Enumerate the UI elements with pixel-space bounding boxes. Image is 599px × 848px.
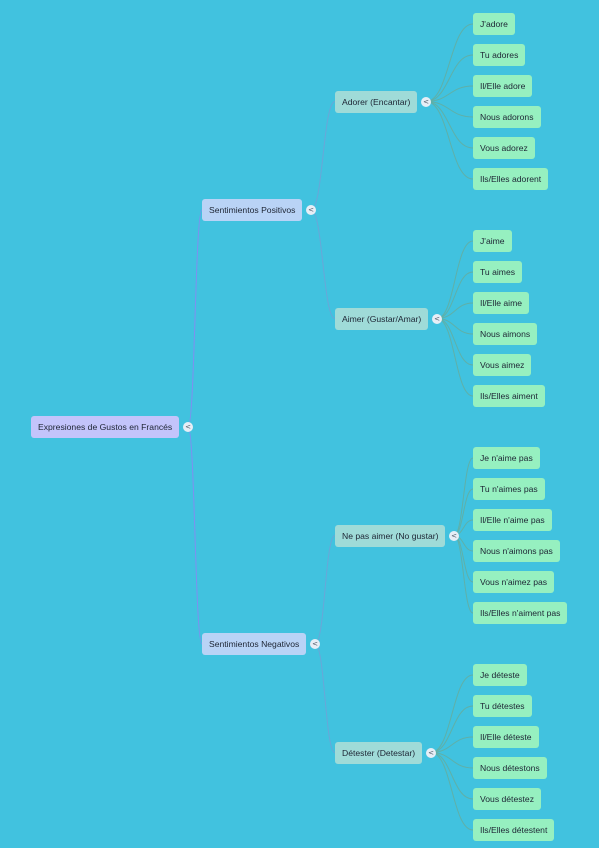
leaf-j-aime[interactable]: J'aime xyxy=(473,230,512,252)
link-root-to-sentimientos-positivos xyxy=(187,209,203,428)
leaf-je-deteste[interactable]: Je déteste xyxy=(473,664,527,686)
link-to-aimer-gustar-amar xyxy=(310,209,336,319)
leaf-nous-n-aimons-pas[interactable]: Nous n'aimons pas xyxy=(473,540,560,562)
branch-adorer-encantar-collapse-toggle[interactable]: < xyxy=(421,96,431,107)
leaf-il-elle-adore[interactable]: Il/Elle adore xyxy=(473,75,533,97)
link-to-leaf-ils-elles-adorent xyxy=(425,101,474,180)
leaf-nous-aimons[interactable]: Nous aimons xyxy=(473,323,538,345)
leaf-nous-detestons[interactable]: Nous détestons xyxy=(473,757,547,779)
branch-ne-pas-aimer-no-gustar[interactable]: Ne pas aimer (No gustar) xyxy=(335,524,446,547)
link-to-leaf-je-n-aime-pas xyxy=(453,457,474,536)
leaf-tu-aimes[interactable]: Tu aimes xyxy=(473,261,523,283)
link-to-leaf-vous-adorez xyxy=(425,101,474,149)
leaf-nous-adorons[interactable]: Nous adorons xyxy=(473,106,541,128)
leaf-il-elle-deteste[interactable]: Il/Elle déteste xyxy=(473,726,539,748)
root-node[interactable]: Expresiones de Gustos en Francés xyxy=(31,416,180,438)
leaf-vous-detestez[interactable]: Vous détestez xyxy=(473,788,541,810)
link-to-leaf-vous-detestez xyxy=(430,752,474,800)
link-to-leaf-ils-elles-n-aiment-pas xyxy=(453,535,474,614)
branch-sentimientos-positivos[interactable]: Sentimientos Positivos xyxy=(202,199,303,221)
branch-adorer-encantar[interactable]: Adorer (Encantar) xyxy=(335,90,418,113)
branch-detester-detestar-collapse-toggle[interactable]: < xyxy=(426,747,436,758)
branch-ne-pas-aimer-no-gustar-collapse-toggle[interactable]: < xyxy=(449,530,459,541)
link-root-to-sentimientos-negativos xyxy=(187,426,203,645)
link-to-ne-pas-aimer-no-gustar xyxy=(314,535,336,645)
leaf-ils-elles-aiment[interactable]: Ils/Elles aiment xyxy=(473,385,545,407)
leaf-vous-n-aimez-pas[interactable]: Vous n'aimez pas xyxy=(473,571,555,593)
leaf-vous-aimez[interactable]: Vous aimez xyxy=(473,354,532,376)
leaf-il-elle-aime[interactable]: Il/Elle aime xyxy=(473,292,530,314)
branch-aimer-gustar-amar-collapse-toggle[interactable]: < xyxy=(432,313,442,324)
leaf-vous-adorez[interactable]: Vous adorez xyxy=(473,137,535,159)
leaf-ils-elles-adorent[interactable]: Ils/Elles adorent xyxy=(473,168,549,190)
link-to-leaf-ils-elles-detestent xyxy=(430,752,474,831)
branch-aimer-gustar-amar[interactable]: Aimer (Gustar/Amar) xyxy=(335,307,429,330)
leaf-j-adore[interactable]: J'adore xyxy=(473,13,515,35)
link-to-adorer-encantar xyxy=(310,101,336,211)
leaf-il-elle-n-aime-pas[interactable]: Il/Elle n'aime pas xyxy=(473,509,552,531)
leaf-ils-elles-detestent[interactable]: Ils/Elles détestent xyxy=(473,819,555,841)
link-to-leaf-je-deteste xyxy=(430,674,474,753)
branch-sentimientos-negativos-collapse-toggle[interactable]: < xyxy=(310,639,320,649)
link-to-leaf-tu-adores xyxy=(425,54,474,102)
link-to-leaf-il-elle-adore xyxy=(425,85,474,102)
leaf-tu-n-aimes-pas[interactable]: Tu n'aimes pas xyxy=(473,478,545,500)
branch-sentimientos-positivos-collapse-toggle[interactable]: < xyxy=(306,205,316,215)
branch-sentimientos-negativos[interactable]: Sentimientos Negativos xyxy=(202,633,307,655)
branch-detester-detestar[interactable]: Détester (Detestar) xyxy=(335,741,423,764)
leaf-je-n-aime-pas[interactable]: Je n'aime pas xyxy=(473,447,540,469)
root-collapse-toggle[interactable]: < xyxy=(183,422,193,432)
leaf-tu-adores[interactable]: Tu adores xyxy=(473,44,526,66)
leaf-tu-detestes[interactable]: Tu détestes xyxy=(473,695,532,717)
link-to-leaf-j-adore xyxy=(425,23,474,102)
link-to-detester-detestar xyxy=(314,643,336,753)
link-to-leaf-tu-detestes xyxy=(430,705,474,753)
link-to-leaf-ils-elles-aiment xyxy=(436,318,474,397)
leaf-ils-elles-n-aiment-pas[interactable]: Ils/Elles n'aiment pas xyxy=(473,602,568,624)
link-to-leaf-j-aime xyxy=(436,240,474,319)
